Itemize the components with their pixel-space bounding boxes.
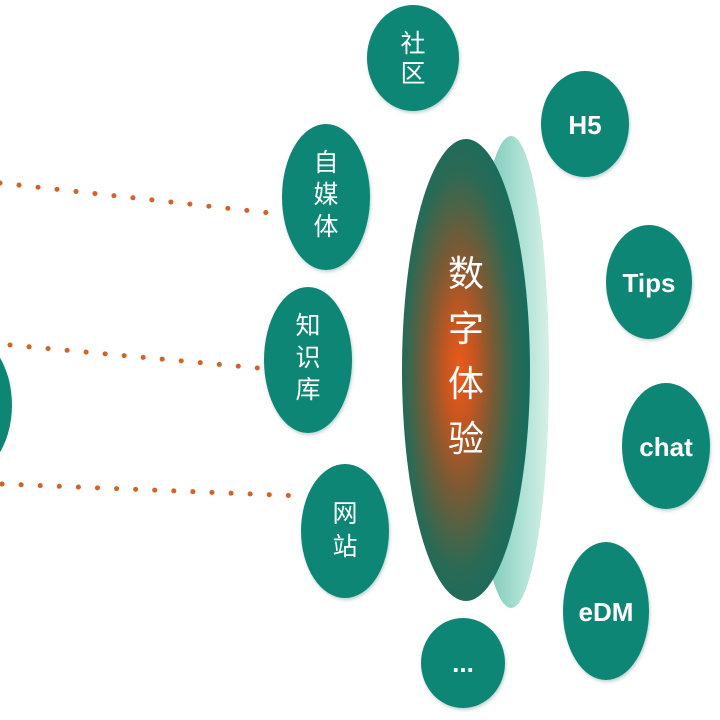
node-community: 社 区 [367, 5, 459, 111]
node-h5: H5 [541, 71, 629, 177]
connector-self-media [0, 180, 273, 216]
node-tips: Tips [606, 225, 692, 339]
node-website-char: 站 [332, 532, 357, 561]
connector-knowledge-base [7, 342, 261, 371]
node-self-media-char: 媒 [313, 180, 338, 209]
center-lens: 数 字 体 验 [402, 136, 549, 608]
node-website: 网 站 [301, 464, 389, 598]
node-h5-label: H5 [568, 110, 601, 140]
node-knowledge-base: 知 识 库 [264, 287, 352, 433]
center-label-char-1: 数 [448, 254, 484, 295]
node-knowledge-base-char: 库 [295, 375, 320, 404]
center-label-char-4: 验 [448, 419, 484, 460]
node-chat-label: chat [639, 432, 693, 462]
node-more: ... [421, 618, 505, 708]
node-self-media: 自 媒 体 [282, 124, 370, 270]
node-self-media-char: 自 [313, 148, 338, 177]
connector-website [0, 481, 305, 499]
node-chat: chat [622, 383, 710, 509]
node-community-char: 社 [400, 29, 425, 58]
node-tips-label: Tips [623, 268, 676, 298]
node-edm-label: eDM [579, 597, 634, 627]
node-community-char: 区 [400, 59, 425, 88]
center-label-char-3: 体 [448, 364, 484, 405]
left-source-node [0, 357, 12, 453]
node-knowledge-base-char: 识 [295, 343, 320, 372]
center-label-char-2: 字 [448, 309, 484, 350]
center-lens-core [402, 139, 530, 601]
node-edm: eDM [563, 542, 649, 680]
node-self-media-char: 体 [313, 212, 338, 241]
node-website-char: 网 [332, 499, 357, 528]
node-knowledge-base-char: 知 [295, 311, 320, 340]
node-more-label: ... [452, 648, 474, 678]
